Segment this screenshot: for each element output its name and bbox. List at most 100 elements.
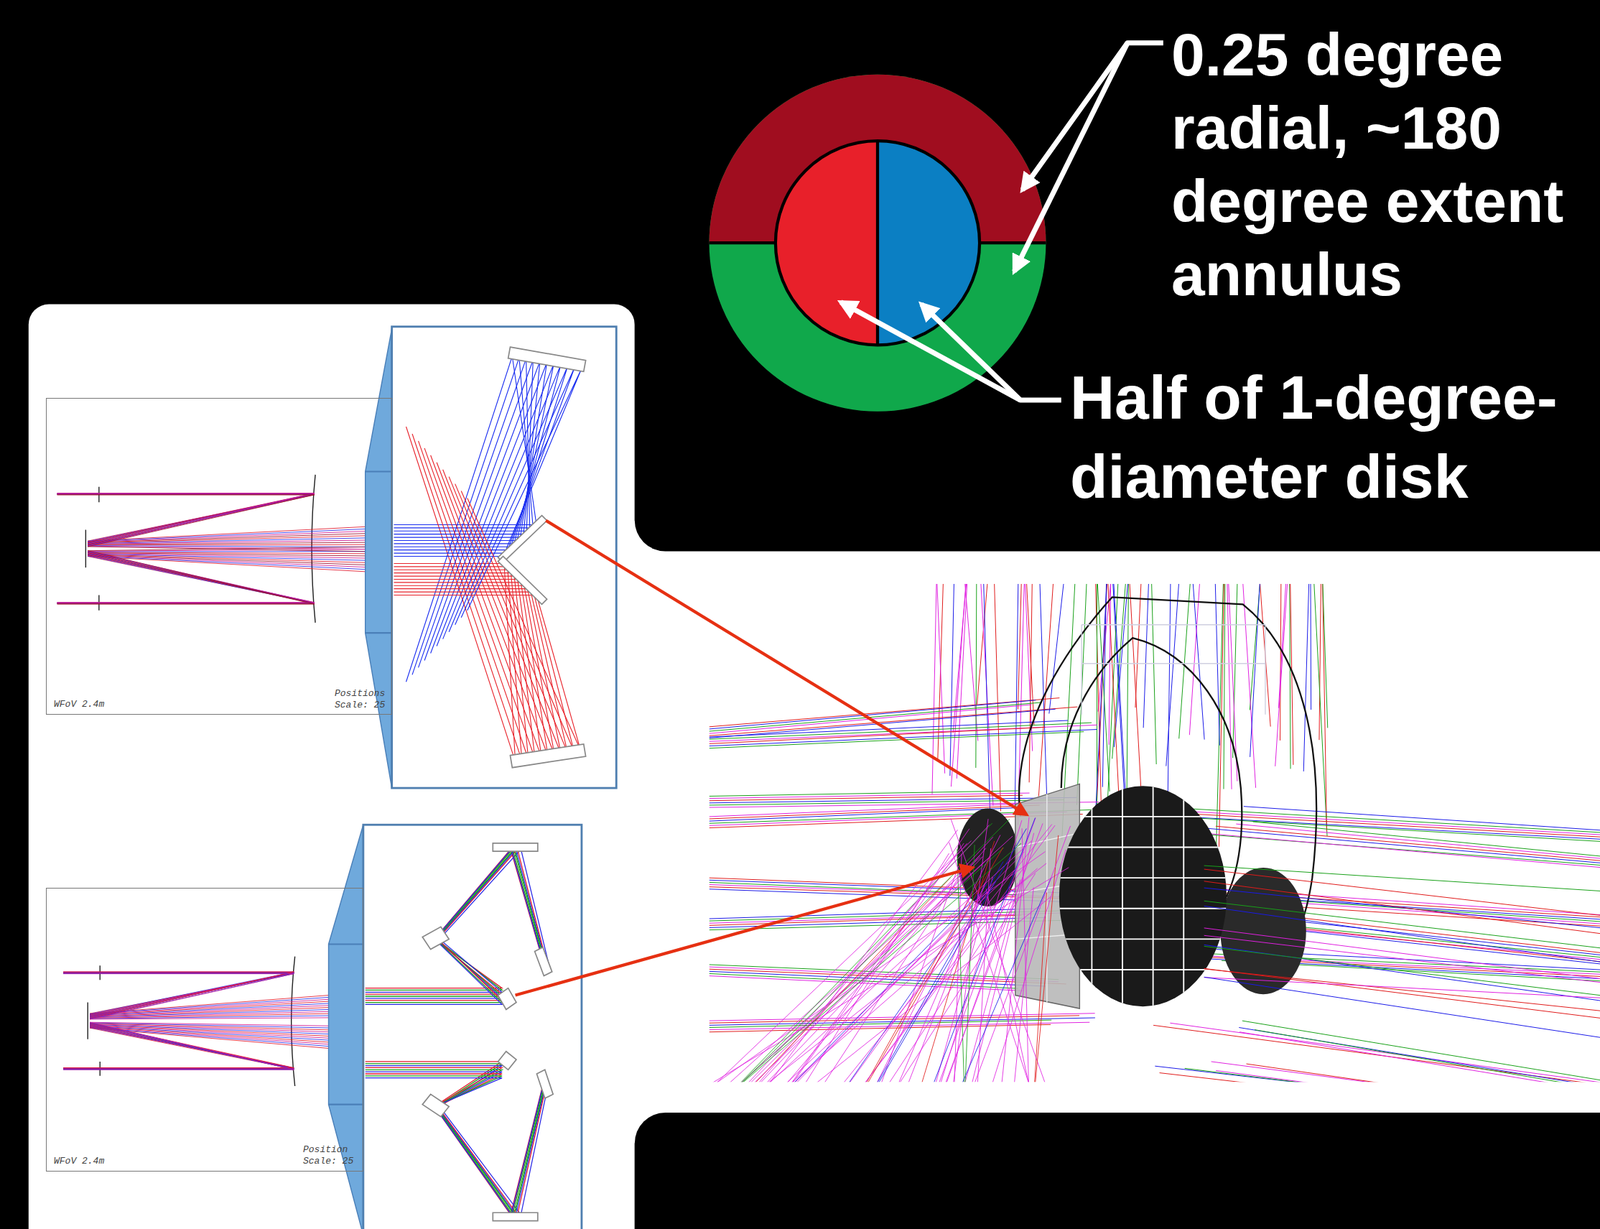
ray: [1204, 865, 1600, 892]
ray: [1322, 583, 1328, 729]
ray: [1207, 828, 1600, 863]
plot-label: Scale: 25: [334, 699, 385, 711]
ray: [365, 1067, 545, 1215]
ray: [1192, 583, 1205, 740]
ray: [1238, 1026, 1600, 1082]
ray-bundles: [709, 583, 1600, 1082]
primary-mirror: [291, 956, 296, 1086]
ray: [365, 1073, 548, 1215]
plot-label: Position: [303, 1143, 348, 1155]
annotation-label: Half of 1-degree-diameter disk: [1070, 357, 1582, 516]
ray: [974, 825, 1071, 1082]
ray: [57, 553, 366, 604]
ray: [740, 818, 1010, 1082]
ray: [1289, 583, 1291, 770]
ray: [1166, 583, 1180, 767]
ray: [1275, 583, 1288, 767]
ray: [57, 493, 366, 545]
ray: [842, 824, 1052, 1083]
ray: [1135, 583, 1142, 708]
mirror: [508, 346, 586, 372]
secondary-mirror: [85, 529, 87, 569]
ray: [709, 794, 1023, 801]
ray: [950, 818, 1046, 1083]
splitter-mirror: [497, 555, 547, 604]
plot-label: Scale: 25: [303, 1155, 354, 1167]
zoom-edge: [365, 470, 393, 472]
annulus-lower: [709, 74, 1047, 412]
ray: [1189, 583, 1200, 735]
ray: [1204, 968, 1600, 1018]
ray: [1215, 1070, 1600, 1082]
ray: [945, 883, 1017, 1083]
ray: [1204, 900, 1600, 948]
ray: [956, 583, 967, 779]
zoom-edge: [365, 631, 393, 634]
ray: [739, 835, 1013, 1082]
ray: [1252, 821, 1600, 857]
black-region: [634, 1112, 1600, 1229]
ray: [365, 1061, 544, 1215]
ray: [1021, 828, 1029, 1082]
ray: [789, 868, 1038, 1082]
ray: [866, 847, 1003, 1082]
detector-disk: [1059, 785, 1227, 1007]
ray: [393, 358, 530, 668]
ray: [1108, 583, 1120, 816]
ray: [1035, 835, 1059, 1082]
ray: [1246, 1063, 1600, 1082]
disk-outline: [775, 140, 980, 345]
ray: [57, 494, 366, 542]
disk-grid: [1051, 775, 1236, 1021]
ray: [1223, 583, 1226, 790]
ray: [1215, 583, 1220, 746]
ray: [1143, 583, 1149, 728]
ray: [878, 828, 1027, 1083]
plot-frame: WFoV 2.4mPositionsScale: 25: [45, 397, 393, 715]
ray: [1167, 583, 1171, 821]
ray: [709, 811, 1068, 826]
mirrors: [422, 346, 586, 1221]
annotation-label: 0.25 degree radial, ~180 degree extent a…: [1171, 17, 1587, 311]
ray: [1034, 892, 1048, 1083]
render-3d: [709, 583, 1600, 1082]
ray: [1049, 583, 1064, 714]
ray: [1204, 976, 1600, 1037]
ray: [63, 1023, 329, 1068]
ray: [769, 829, 958, 1082]
ray: [1242, 1020, 1600, 1081]
ray: [1204, 881, 1600, 934]
ray: [964, 879, 1021, 1083]
ray: [1159, 1072, 1600, 1083]
ray: [365, 1063, 546, 1215]
ray: [393, 368, 581, 611]
ray: [1014, 887, 1034, 1083]
telescope-layout: [63, 956, 329, 1086]
ray: [1228, 583, 1238, 782]
ray: [1280, 583, 1282, 741]
inset-frame: [392, 326, 617, 788]
ray: [848, 881, 997, 1083]
ray: [57, 494, 366, 544]
ray: [881, 865, 959, 1082]
ray: [57, 494, 366, 546]
ray: [365, 1075, 546, 1215]
ray: [741, 843, 1022, 1082]
ray: [393, 497, 581, 750]
mirror: [497, 988, 517, 1010]
splitter-mirror: [497, 515, 547, 563]
ray: [1200, 833, 1600, 868]
ray: [1184, 1067, 1600, 1082]
plot-label: WFoV 2.4m: [53, 698, 105, 710]
ray: [63, 1023, 329, 1068]
mirror: [497, 1051, 517, 1071]
ray: [992, 849, 1067, 1083]
zoom-edge: [328, 1103, 364, 1106]
grid-line: [1051, 775, 1236, 1021]
ray: [790, 828, 970, 1083]
ray: [393, 491, 574, 752]
divider: [979, 241, 1046, 245]
ray: [63, 972, 329, 1017]
plot-frame: WFoV 2.4mPositionScale: 25: [45, 887, 364, 1172]
ray: [63, 1022, 329, 1070]
